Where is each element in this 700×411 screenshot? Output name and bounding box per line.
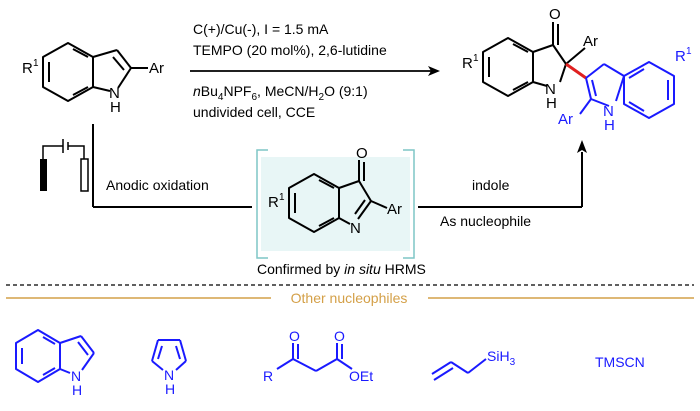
- anodic-oxidation-label: Anodic oxidation: [106, 177, 209, 193]
- nucleophile-ketoester: [276, 343, 353, 372]
- ketoester-o1-label: O: [289, 328, 300, 344]
- tmscn-label: TMSCN: [595, 354, 645, 370]
- ketoester-o2-label: O: [334, 328, 345, 344]
- product-indole-n: N: [603, 103, 614, 120]
- product-indole-part: [579, 61, 675, 119]
- indole-n-label: N: [71, 368, 81, 384]
- condition-line-2: TEMPO (20 mol%), 2,6-lutidine: [193, 42, 387, 58]
- ketoester-r-label: R: [263, 368, 273, 384]
- starting-indole: [42, 42, 148, 102]
- product-h-label: H: [546, 95, 557, 112]
- indole-label: indole: [472, 177, 510, 193]
- intermediate-ar-label: Ar: [387, 201, 402, 218]
- product-r2-label: R: [675, 48, 686, 65]
- reaction-arrowhead: [428, 66, 440, 76]
- intermediate-o-label: O: [356, 145, 368, 162]
- product-indolinone: [482, 22, 586, 97]
- other-nucleophiles-heading: Other nucleophiles: [291, 290, 408, 306]
- product-indole-h: H: [604, 117, 615, 134]
- intermediate-caption: Confirmed by in situ HRMS: [257, 261, 426, 277]
- bracket-left: [256, 149, 268, 259]
- pyrrole-n-label: N: [164, 367, 174, 383]
- product-r-superscript: 1: [473, 53, 479, 64]
- intermediate-indolone: [288, 160, 388, 233]
- start-r-label: R: [22, 60, 33, 77]
- product-ar-top: Ar: [583, 33, 598, 50]
- allyl-si-label: SiH3: [487, 348, 516, 368]
- nucleophile-pyrrole: [151, 339, 187, 371]
- nucleophile-allylsilane: [431, 358, 487, 381]
- pyrrole-h-label: H: [165, 381, 175, 397]
- intermediate-r-label: R: [268, 194, 279, 211]
- intermediate-n-label: N: [350, 220, 361, 237]
- product-ar-bottom: Ar: [558, 111, 573, 128]
- bracket-right: [403, 149, 415, 259]
- nucleophile-indole: [15, 329, 95, 383]
- as-nucleophile-label: As nucleophile: [440, 213, 531, 229]
- condition-line-1: C(+)/Cu(-), I = 1.5 mA: [193, 21, 329, 37]
- product-r2-superscript: 1: [686, 46, 692, 57]
- condition-line-3: nBu4NPF6, MeCN/H2O (9:1): [193, 83, 368, 103]
- ketoester-oet-label: OEt: [349, 368, 373, 384]
- intermediate-box: [261, 157, 410, 251]
- start-ar-label: Ar: [149, 60, 164, 77]
- intermediate-r-superscript: 1: [279, 192, 285, 203]
- electrode-cell-icon: [40, 139, 89, 192]
- start-r-superscript: 1: [33, 58, 39, 69]
- start-n-label: N: [109, 85, 120, 102]
- condition-line-4: undivided cell, CCE: [193, 104, 315, 120]
- start-h-label: H: [110, 99, 121, 116]
- indole-h-label: H: [72, 382, 82, 398]
- product-n-label: N: [545, 81, 556, 98]
- product-r-label: R: [462, 55, 473, 72]
- product-o-label: O: [549, 6, 561, 23]
- new-cc-bond: [565, 62, 587, 80]
- nucleophile-arrowhead: [577, 140, 587, 153]
